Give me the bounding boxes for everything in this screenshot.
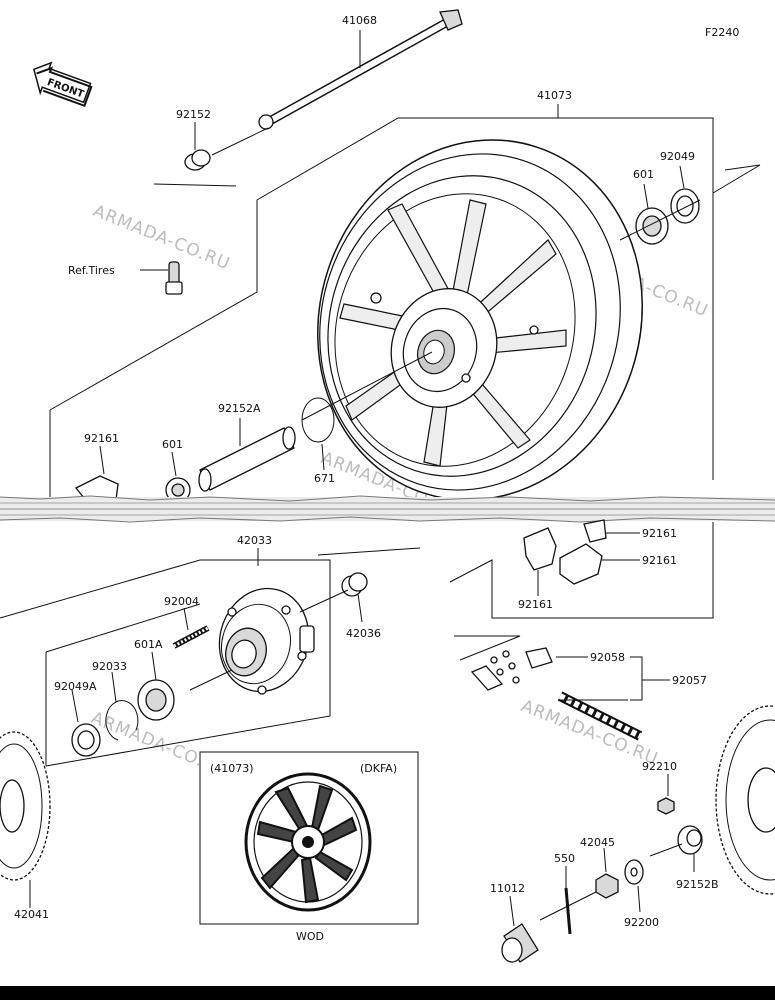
collar-92152B: 92152B: [649, 825, 719, 891]
label-92210: 92210: [642, 760, 677, 773]
label-41073: 41073: [537, 89, 572, 102]
bearing-601A: 601A: [134, 638, 175, 721]
label-92057: 92057: [672, 674, 707, 687]
label-42033: 42033: [237, 534, 272, 547]
sprocket-rear: [715, 705, 775, 895]
bearing-601-top: 601: [633, 168, 669, 245]
label-42045: 42045: [580, 836, 615, 849]
hub-frame-lines: 42033: [0, 534, 421, 767]
label-671: 671: [314, 472, 335, 485]
nut-92210: 92210: [642, 760, 677, 815]
cotter-pin-550: 550: [539, 852, 597, 935]
chain-link-92058: 92058 92057: [454, 635, 707, 701]
label-92004: 92004: [164, 595, 199, 608]
collar-92152: 92152: [153, 108, 269, 187]
label-92200: 92200: [624, 916, 659, 929]
label-92049: 92049: [660, 150, 695, 163]
oring-671: 671: [301, 397, 335, 485]
label-92152A: 92152A: [218, 402, 261, 415]
bearing-601-mid: 601: [162, 438, 191, 503]
wheel-frame-lines: 41073: [49, 89, 761, 520]
circlip-92033: 92033: [92, 660, 139, 741]
inset-variant-box: (41073) (DKFA) WOD: [199, 751, 419, 943]
valve: Ref.Tires: [68, 261, 183, 295]
sprocket-42041: 42041: [0, 731, 51, 921]
label-92161-a: 92161: [84, 432, 119, 445]
label-92049A: 92049A: [54, 680, 97, 693]
nut-42045: 42045: [580, 836, 619, 899]
inset-variant-code: (DKFA): [360, 762, 397, 775]
ref-tires-label: Ref.Tires: [68, 264, 115, 277]
label-42041: 42041: [14, 908, 49, 921]
label-601-mid: 601: [162, 438, 183, 451]
front-wheel-41073: [301, 139, 643, 501]
image-tear-band: [0, 495, 775, 523]
inset-caption: WOD: [296, 930, 324, 943]
label-550: 550: [554, 852, 575, 865]
label-601-top: 601: [633, 168, 654, 181]
chain-92057: [557, 691, 643, 741]
label-92161-b: 92161: [642, 527, 677, 540]
stud-92004: 92004: [164, 595, 210, 649]
label-92033: 92033: [92, 660, 127, 673]
label-92161-d: 92161: [518, 598, 553, 611]
label-92152B: 92152B: [676, 878, 719, 891]
seal-92049: 92049: [660, 150, 700, 224]
label-92058: 92058: [590, 651, 625, 664]
washer-92200: 92200: [624, 859, 659, 929]
label-601A: 601A: [134, 638, 163, 651]
inset-part-ref: (41073): [210, 762, 254, 775]
label-11012: 11012: [490, 882, 525, 895]
label-92152: 92152: [176, 108, 211, 121]
seal-92049A: 92049A: [54, 680, 101, 757]
cap-11012: 11012: [490, 882, 539, 963]
figure-code: F2240: [705, 26, 739, 39]
label-92161-c: 92161: [642, 554, 677, 567]
damper-92161-right: 92161 92161 92161: [449, 519, 714, 619]
front-arrow-icon: FRONT: [32, 61, 93, 108]
label-42036: 42036: [346, 627, 381, 640]
collar-42036: 42036: [299, 572, 381, 640]
spacer-92152A: 92152A: [198, 402, 296, 492]
label-41068: 41068: [342, 14, 377, 27]
axle-41068: 41068: [258, 9, 463, 130]
hub-42033: [189, 587, 315, 695]
bottom-edge-bar: [0, 986, 775, 1000]
